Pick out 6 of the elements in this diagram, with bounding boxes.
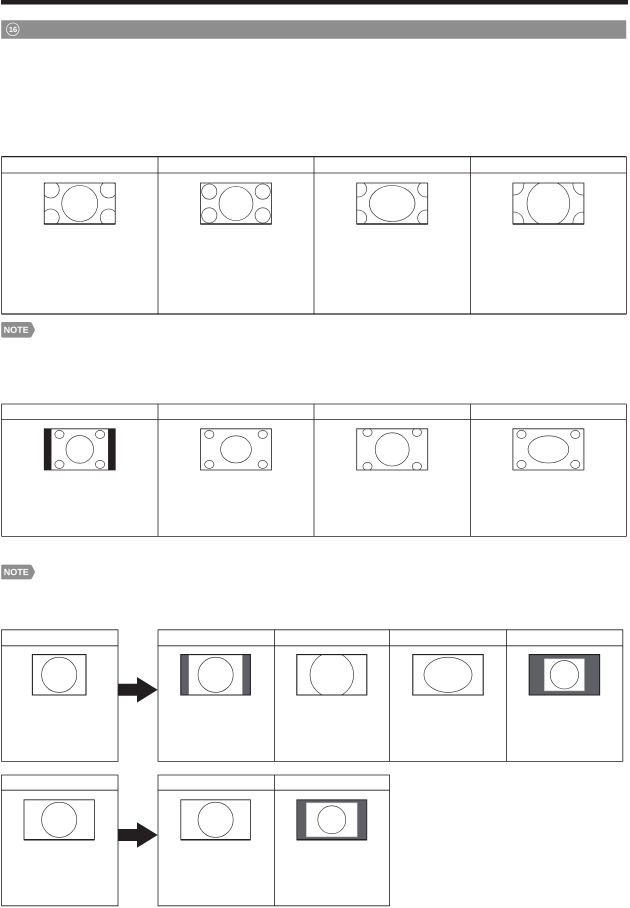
table xyxy=(1,629,118,762)
table xyxy=(158,629,624,762)
table xyxy=(158,774,390,906)
table xyxy=(1,774,118,906)
note-badge: NOTE xyxy=(1,322,35,338)
note-badge: NOTE xyxy=(1,564,35,580)
